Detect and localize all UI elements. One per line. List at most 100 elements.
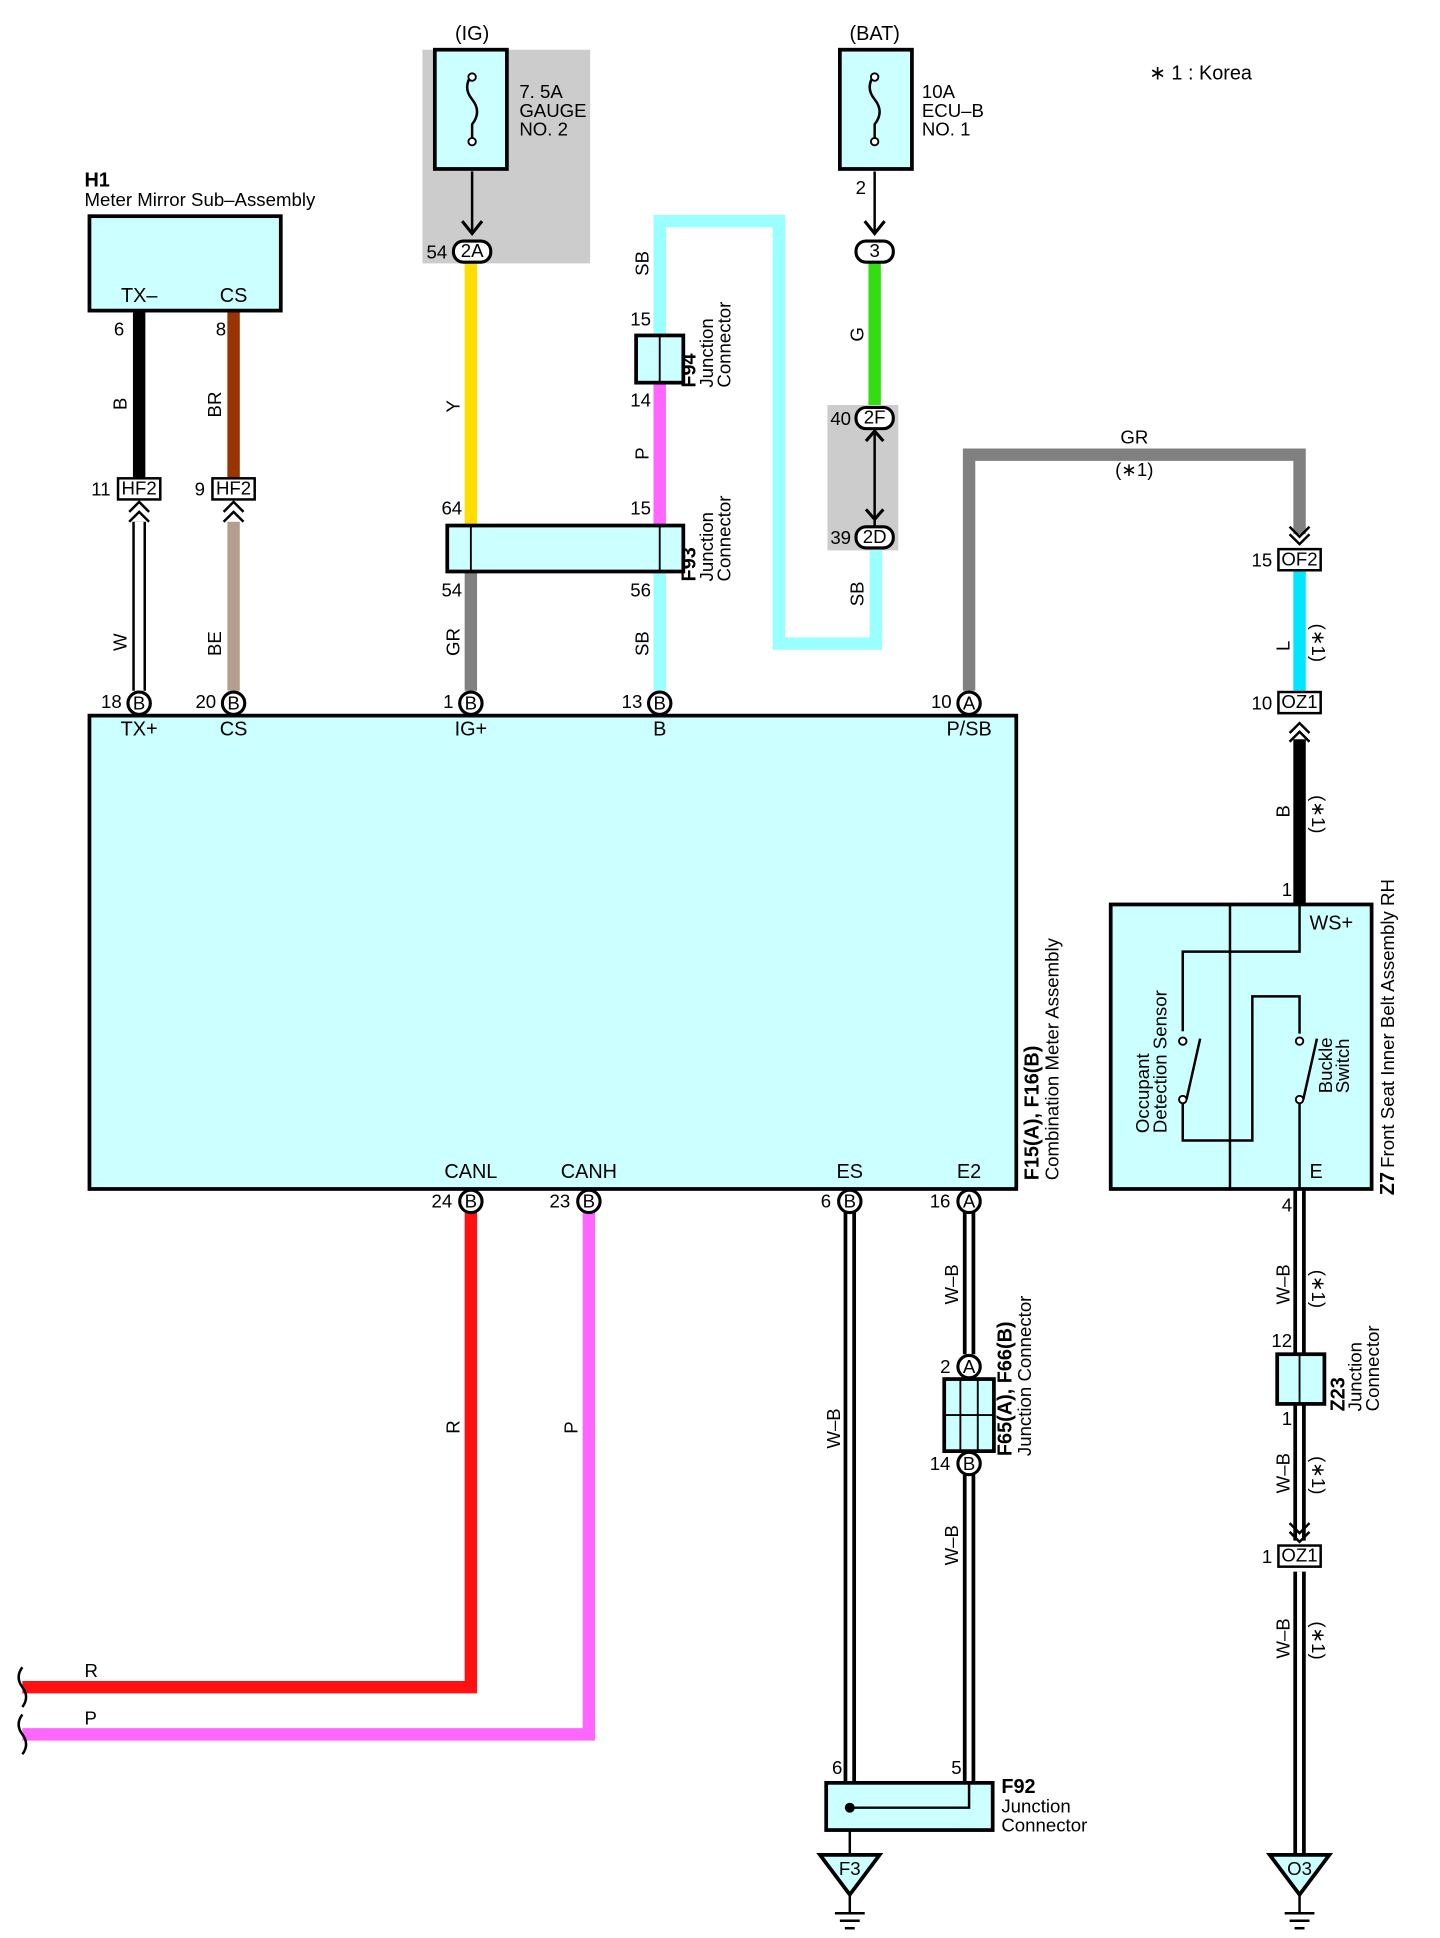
- pin-num: 11: [91, 479, 110, 500]
- break-mark-r: [17, 1666, 28, 1708]
- oz1-connector-bottom: [1277, 1544, 1322, 1568]
- connector-2f-arrow-icon: [864, 428, 885, 443]
- svg-text:W: W: [110, 633, 131, 651]
- connector-2d: [854, 525, 895, 550]
- fuse-ecu-box: [837, 47, 914, 171]
- pin-num: 16: [930, 1191, 951, 1212]
- pin-num: 64: [441, 497, 462, 518]
- fuse-gauge-box: [432, 47, 509, 171]
- fuse-gauge-no: NO. 2: [519, 118, 568, 139]
- pin-num: 54: [441, 579, 462, 600]
- svg-text:(∗1): (∗1): [1308, 1456, 1329, 1494]
- svg-text:W–B: W–B: [1273, 1453, 1294, 1493]
- of2-arrow-icon: [1288, 525, 1311, 546]
- meter-pin-canl: CANL: [444, 1161, 497, 1183]
- pin-num: 24: [432, 1191, 453, 1212]
- pin-letter-f66: B: [963, 1453, 975, 1474]
- svg-text:SB: SB: [846, 581, 867, 606]
- fuse-ecu-name: ECU–B: [922, 100, 984, 121]
- pin-num: 5: [951, 1757, 961, 1778]
- hf2-connector-tx: [116, 477, 162, 501]
- of2-label: OF2: [1281, 548, 1317, 569]
- pin-letter-b: B: [653, 692, 665, 713]
- meter-pin-psb: P/SB: [946, 719, 991, 741]
- svg-text:F15(A), F16(B): F15(A), F16(B): [1022, 1046, 1044, 1181]
- pin-num: 15: [1251, 550, 1272, 571]
- svg-text:F94: F94: [679, 353, 701, 387]
- pin-num: 1: [1262, 1546, 1272, 1567]
- svg-text:Combination Meter Assembly: Combination Meter Assembly: [1042, 937, 1063, 1180]
- pin-num: 54: [427, 241, 448, 262]
- svg-text:W–B: W–B: [941, 1264, 962, 1304]
- fuse-ecu-rating: 10A: [922, 81, 956, 102]
- pin-letter-e2: A: [963, 1191, 976, 1212]
- svg-text:Y: Y: [443, 399, 464, 412]
- pin-num: 10: [931, 691, 952, 712]
- svg-text:SB: SB: [632, 251, 653, 276]
- z7-label: Z7 Front Seat Inner Belt Assembly RH: [1377, 879, 1399, 1195]
- hf2-label-tx: HF2: [122, 477, 157, 498]
- meter-pin-canh: CANH: [561, 1161, 617, 1183]
- connector-2d-label: 2D: [863, 526, 887, 547]
- pin-num: 56: [630, 579, 651, 600]
- pin-num: 9: [195, 479, 205, 500]
- occupant-sensor-wire-top: [1181, 904, 1301, 1032]
- h1-pin-tx: TX–: [121, 285, 158, 307]
- meter-pin-e2: E2: [957, 1161, 981, 1183]
- svg-text:B: B: [110, 398, 131, 410]
- meter-pin-cs: CS: [220, 719, 248, 741]
- ig-label: (IG): [455, 23, 489, 45]
- bat-label: (BAT): [849, 23, 899, 45]
- meter-top-pin-markers: [126, 690, 982, 1477]
- pin-num: 6: [821, 1191, 831, 1212]
- korea-note: ∗ 1 : Korea: [1149, 63, 1253, 85]
- svg-text:W–B: W–B: [1273, 1264, 1294, 1304]
- oz1-label-top: OZ1: [1281, 691, 1317, 712]
- fuse-ecu-icon: [868, 73, 881, 145]
- wire-pink-canh: [22, 1211, 596, 1741]
- oz1-arrow-top-icon: [1288, 721, 1311, 743]
- h1-meter-mirror: [87, 214, 283, 313]
- svg-text:W–B: W–B: [941, 1525, 962, 1565]
- svg-text:BE: BE: [204, 631, 225, 656]
- connector-3-arrow-icon: [863, 220, 886, 237]
- hf2-label-cs: HF2: [216, 477, 251, 498]
- wire-skyblue-b-top: [653, 214, 883, 650]
- f92-jc-2: Connector: [1001, 1814, 1087, 1835]
- pin-num: 14: [930, 1453, 951, 1474]
- f65-label: F65(A), F66(B) Junction Connector: [994, 1296, 1035, 1456]
- svg-text:Junction: Junction: [1345, 1342, 1366, 1411]
- f93-junction: [445, 523, 686, 574]
- f92-jc-1: Junction: [1001, 1796, 1070, 1817]
- meter-pin-es: ES: [837, 1161, 864, 1183]
- meter-pin-ig: IG+: [455, 719, 488, 741]
- svg-text:Switch: Switch: [1332, 1038, 1353, 1093]
- svg-text:Connector: Connector: [1362, 1325, 1383, 1411]
- meter-pin-tx: TX+: [121, 719, 158, 741]
- pin-num: 6: [114, 318, 124, 339]
- pin-letter-tx: B: [133, 692, 145, 713]
- buckle-switch-icon: [1302, 1038, 1319, 1100]
- pin-num: 12: [1271, 1330, 1292, 1351]
- pin-num: 4: [1282, 1194, 1292, 1215]
- occupant-sensor-label: Occupant Detection Sensor: [1132, 990, 1170, 1133]
- pin-num: 40: [830, 408, 851, 429]
- svg-text:SB: SB: [632, 631, 653, 656]
- connector-2a-arrow-icon: [460, 220, 484, 237]
- pin-letter-psb: A: [963, 692, 976, 713]
- oz1-arrow-bottom-icon: [1288, 1522, 1311, 1544]
- ground-o3-label: O3: [1287, 1858, 1312, 1879]
- wire-code-p-can: P: [84, 1707, 96, 1728]
- wire-code-r-can: R: [84, 1660, 97, 1681]
- pin-num: 39: [830, 527, 851, 548]
- pin-letter-es: B: [844, 1191, 856, 1212]
- svg-text:Detection Sensor: Detection Sensor: [1150, 990, 1171, 1133]
- pin-num: 15: [630, 309, 651, 330]
- fuse-gauge-name: GAUGE: [519, 100, 586, 121]
- meter-pin-b: B: [653, 719, 666, 741]
- svg-text:BR: BR: [204, 392, 225, 418]
- svg-text:Buckle: Buckle: [1315, 1037, 1336, 1093]
- svg-text:W–B: W–B: [823, 1408, 844, 1448]
- z7-pin-ws: WS+: [1309, 912, 1353, 934]
